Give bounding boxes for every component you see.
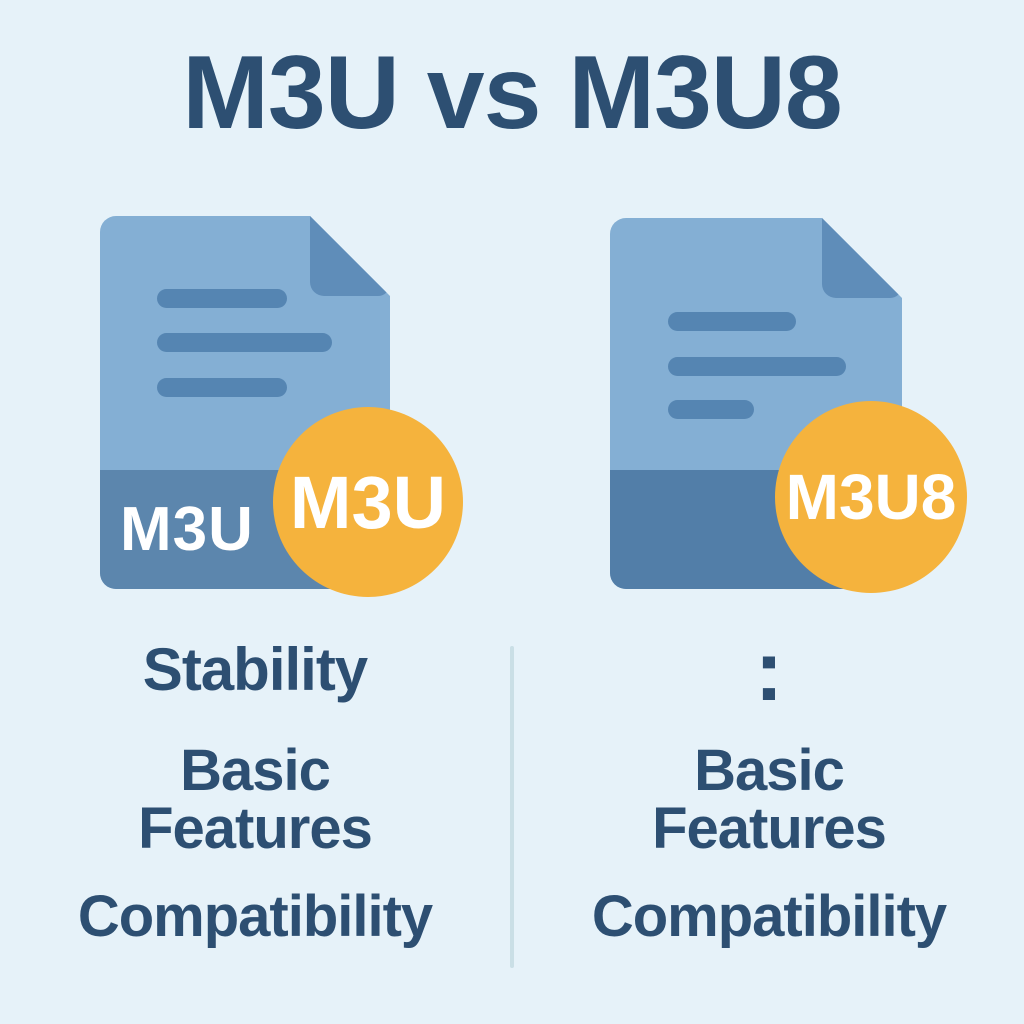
feature-item: Compatibility [591,884,947,949]
text-line [668,357,846,376]
column-divider [510,646,514,968]
m3u8-badge: M3U8 [775,401,967,593]
file-type-label: M3U [120,495,254,564]
m3u8-file-icon: M3U8 [610,218,967,593]
folded-corner-icon [310,216,390,296]
feature-item: Basic Features [138,738,373,861]
feature-item: Stability [142,636,368,703]
folded-corner-icon [822,218,902,298]
text-line [157,378,287,397]
feature-item: Basic Features [652,738,887,861]
text-line [157,333,332,352]
m3u-file-icon: M3U M3U [100,216,463,597]
page-title: M3U vs M3U8 [182,35,842,151]
feature-item-colon: : [754,623,784,719]
badge-label: M3U [289,460,447,544]
feature-item: Compatibility [77,884,433,949]
m3u-badge: M3U [273,407,463,597]
text-line [157,289,287,308]
text-line [668,400,754,419]
badge-label: M3U8 [785,461,957,533]
text-line [668,312,796,331]
